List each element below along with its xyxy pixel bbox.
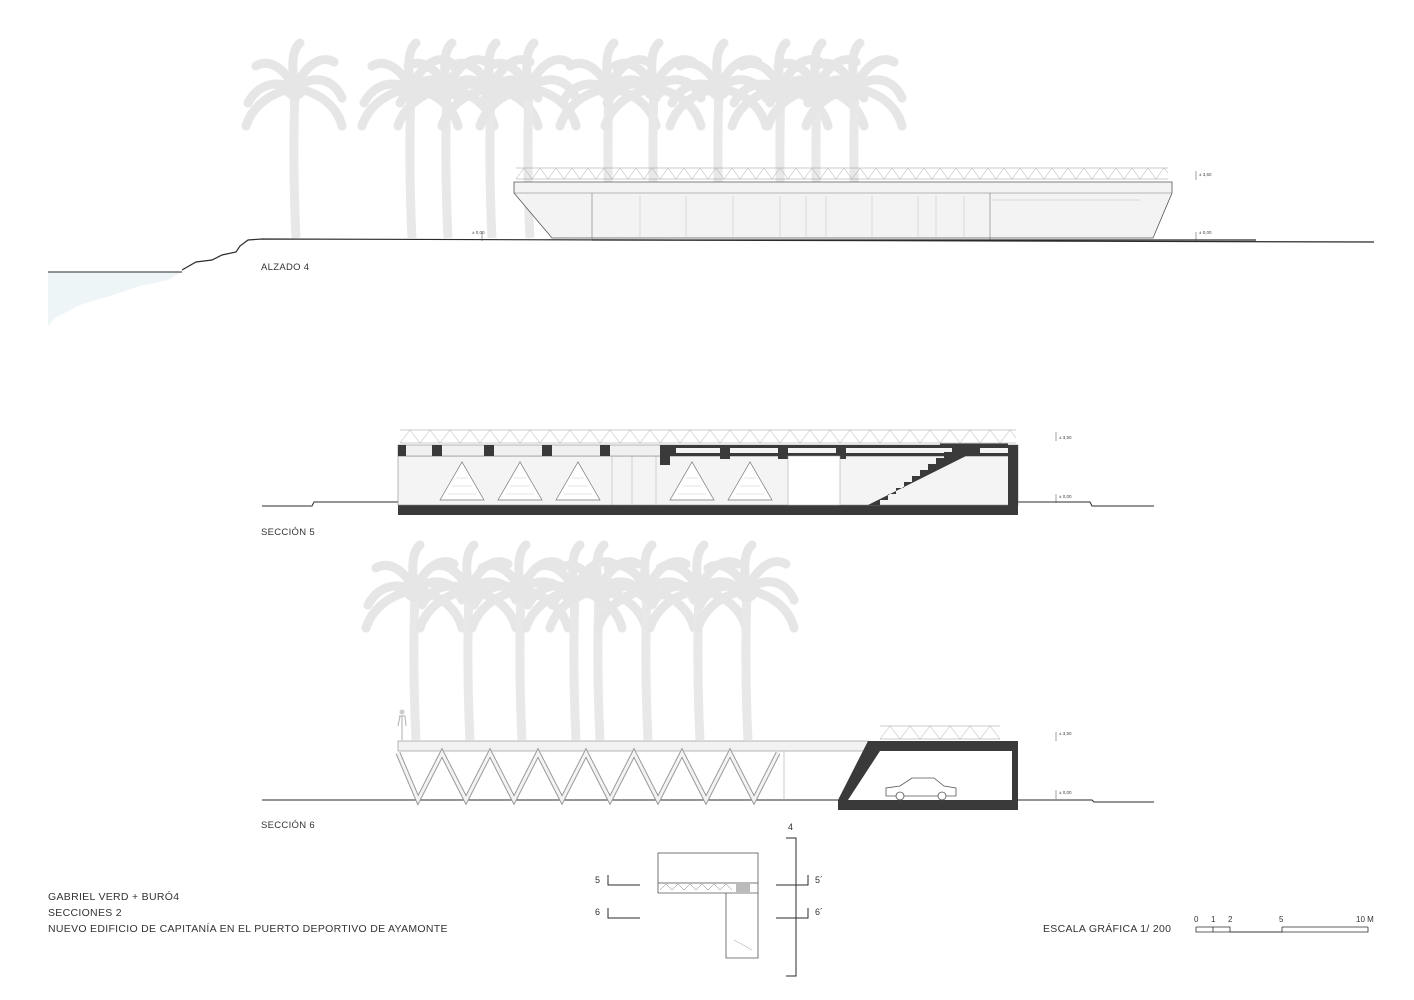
triangular-frames [439,461,773,501]
section-6-label: SECCIÓN 6 [261,820,315,831]
water [48,272,182,326]
elevation-4 [48,43,1375,326]
key-cut-4: 4 [788,822,794,832]
building-elevation [513,167,1256,241]
elevation-4-label: ALZADO 4 [261,262,310,273]
key-cut-6-prime: 6´ [815,907,824,917]
garage-section [838,741,1018,810]
section-5-level-base: ± 0,00 [1059,494,1072,499]
section-6-level-top: ± 3,50 [1059,731,1072,736]
elevation-4-level-base-left: ± 0,00 [472,230,485,235]
section-5 [262,429,1154,515]
palm-trees-section [366,545,794,740]
scale-label: ESCALA GRÁFICA 1/ 200 [1043,923,1172,935]
elevation-4-level-top: ± 3,50 [1199,172,1212,177]
key-cut-6: 6 [595,907,601,917]
elevation-4-level-base-right: ± 0,00 [1199,230,1212,235]
credits-project: NUEVO EDIFICIO DE CAPITANÍA EN EL PUERTO… [48,923,448,935]
scale-tick-5: 5 [1279,915,1284,924]
human-figure [397,715,407,740]
key-cut-5-prime: 5´ [815,875,824,885]
scale-tick-0: 0 [1194,915,1199,924]
credits-authors: GABRIEL VERD + BURÓ4 [48,891,180,903]
scale-tick-1: 1 [1211,915,1216,924]
key-plan [607,837,809,977]
car [885,777,957,801]
credits-sheet: SECCIONES 2 [48,907,122,919]
scale-tick-2: 2 [1228,915,1233,924]
section-6-level-base: ± 0,00 [1059,790,1072,795]
section-5-label: SECCIÓN 5 [261,527,315,538]
floor-slab [398,505,1018,515]
section-5-level-top: ± 3,50 [1059,435,1072,440]
staircase [868,446,980,505]
scale-bar [1195,926,1369,933]
key-cut-5: 5 [595,875,601,885]
scale-tick-10: 10 M [1356,915,1374,924]
section-6 [262,545,1154,810]
